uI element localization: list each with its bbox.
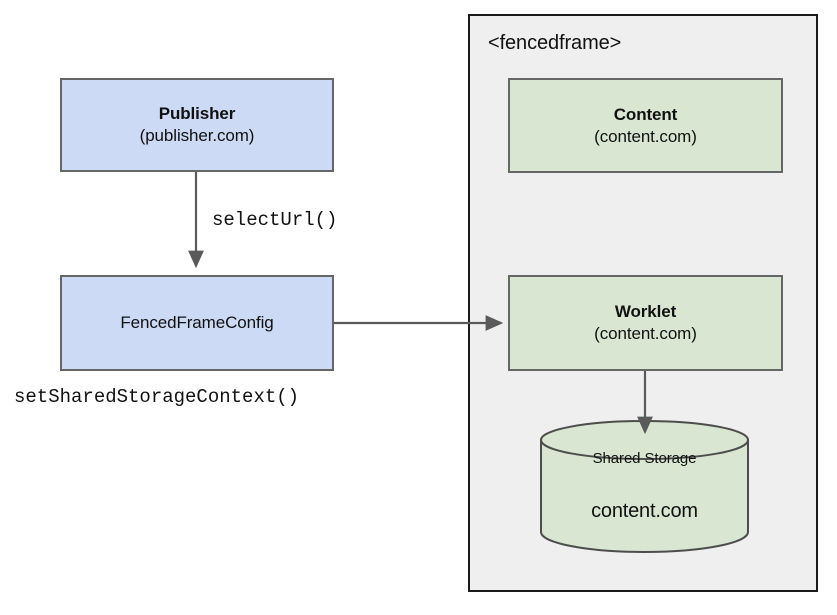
node-fenced-frame-config[interactable]: FencedFrameConfig [60,275,334,371]
node-content-title: Content [613,104,678,124]
edge-label-select-url: selectUrl() [212,209,338,231]
node-content[interactable]: Content (content.com) [508,78,783,173]
node-publisher-title: Publisher [158,104,236,123]
annotation-set-shared-storage-context: setSharedStorageContext() [14,386,300,408]
fencedframe-label: <fencedframe> [488,32,622,54]
node-shared-storage[interactable]: Shared Storage content.com [539,420,750,560]
node-publisher-subtitle: (publisher.com) [139,126,255,145]
node-worklet-subtitle: (content.com) [594,324,697,343]
node-worklet-title: Worklet [614,302,677,321]
shared-storage-top-label: Shared Storage [592,450,697,467]
node-publisher[interactable]: Publisher (publisher.com) [60,78,334,172]
node-content-subtitle: (content.com) [594,126,697,146]
node-worklet[interactable]: Worklet (content.com) [508,275,783,371]
shared-storage-body-label: content.com [591,500,698,522]
cylinder-shape [540,420,749,553]
node-fenced-frame-config-title: FencedFrameConfig [120,313,274,332]
